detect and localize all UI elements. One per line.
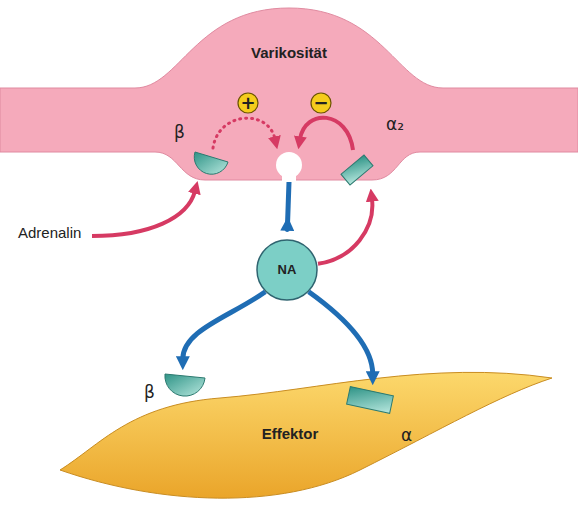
node-shape [343,385,397,415]
effector-cell: Effektor β α [55,365,558,510]
feedback-arrow [318,199,372,264]
receptor-label: β [144,382,160,402]
transmitter-arrow [183,292,265,359]
facilitation-arrow [213,118,275,148]
transmitter-arrow [309,292,373,374]
effector-title: Effektor [240,425,340,442]
node-shape [193,146,230,182]
alpha2-receptor: α₂ [340,152,374,188]
receptor-shape [194,152,228,174]
varicosity-title: Varikosität [189,44,389,61]
varicosity-band: Varikosität + − β α₂ [0,8,578,182]
receptor-label: α [401,425,417,445]
effector-outline [60,372,552,498]
inhibition-arrow [300,118,353,150]
node-shape [163,370,207,402]
beta-receptor: β [163,370,207,402]
hormone-label: Adrenalin [18,224,81,241]
plus-sign: + [237,92,259,114]
receptor-label: β [174,122,190,142]
sign-circle [238,93,258,113]
node-shape [0,8,578,182]
noradrenaline-circle: NA [256,239,318,301]
node-shape [340,152,374,188]
sign-symbol: − [310,92,332,113]
beta-receptor: β [193,146,230,182]
receptor-shape [165,374,205,396]
receptor-shape [341,155,373,185]
receptor-shape [347,387,394,414]
transmitter-circle [257,240,317,300]
sign-symbol: + [237,92,259,113]
release-site-neck [282,165,296,185]
release-arrow [287,182,289,229]
alpha-receptor: α [343,385,397,415]
minus-sign: − [310,92,332,114]
adrenalin-arrow [92,191,195,236]
sign-circle [311,93,331,113]
varicosity-outline [0,8,578,180]
receptor-label: α₂ [386,114,416,134]
transmitter-label: NA [256,239,318,301]
